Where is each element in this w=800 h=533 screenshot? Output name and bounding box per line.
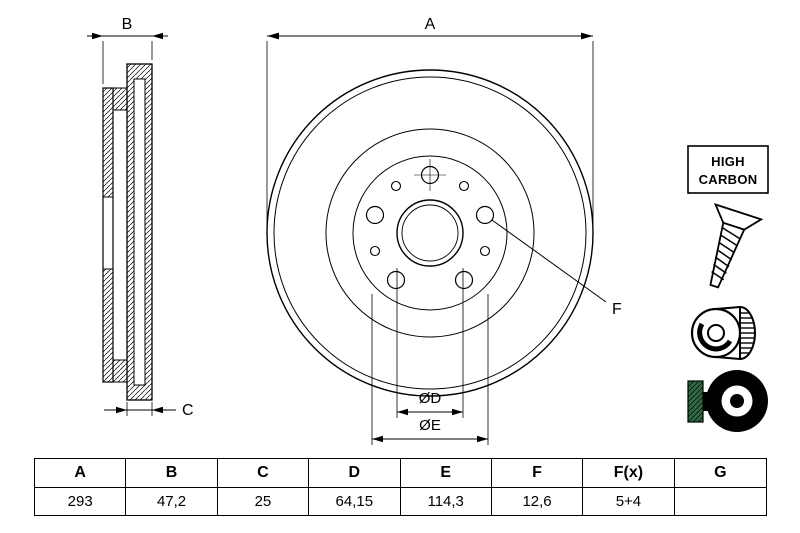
dim-label-a: A [425,16,436,33]
hat-flange-top [112,87,128,111]
center-bore-chamfer [401,204,459,262]
value-f: 12,6 [492,488,584,515]
locating-hole [458,180,470,192]
spec-table: A B C D E F F(x) G 293 47,2 25 64,15 114… [34,458,767,516]
section-view [102,63,153,401]
hat-flange-bottom [112,359,128,383]
dim-label-dia-d: ØD [419,390,442,407]
locating-hole [369,245,381,257]
value-d: 64,15 [309,488,401,515]
value-b: 47,2 [126,488,218,515]
value-a: 293 [35,488,127,515]
dimension-c: C [104,402,194,419]
coated-disc-icon [687,370,768,432]
dimension-a: A [266,16,594,227]
center-mark [414,159,446,191]
value-fx: 5+4 [583,488,675,515]
col-header-b: B [126,459,218,488]
col-header-g: G [674,459,766,488]
dim-label-dia-e: ØE [419,417,441,434]
col-header-a: A [35,459,127,488]
high-carbon-badge: HIGH CARBON [687,145,769,194]
col-header-f: F [491,459,584,488]
friction-inner-circle [325,128,535,338]
locating-hole [390,180,402,192]
bolt-hole [386,270,406,290]
badge-line1: HIGH [711,154,745,169]
outer-diameter-circle [266,69,594,397]
value-c: 25 [218,488,310,515]
value-e: 114,3 [401,488,492,515]
outer-chamfer-circle [273,76,587,390]
col-header-d: D [309,459,401,488]
col-header-e: E [400,459,492,488]
dim-label-f: F [612,301,622,318]
technical-drawing: A B C ØD ØE F [87,16,769,445]
front-view [266,69,594,397]
dimension-d: ØD [396,268,464,418]
value-g [675,488,766,515]
dimension-e: ØE [371,294,489,445]
locating-hole [479,245,491,257]
dim-label-c: C [182,402,194,419]
vented-disc-icon [690,305,756,361]
dim-label-b: B [122,16,133,33]
vent-channel [133,78,146,386]
bolt-hole [365,205,385,225]
countersunk-screw-icon [709,203,764,289]
center-bore-circle [396,199,464,267]
hub-circle [352,155,508,311]
col-header-c: C [217,459,310,488]
col-header-fx: F(x) [583,459,675,488]
badge-line2: CARBON [699,172,758,187]
leader-f: F [491,219,622,318]
bolt-hole [454,270,474,290]
bolt-hole [475,205,495,225]
dimension-b: B [87,16,168,84]
